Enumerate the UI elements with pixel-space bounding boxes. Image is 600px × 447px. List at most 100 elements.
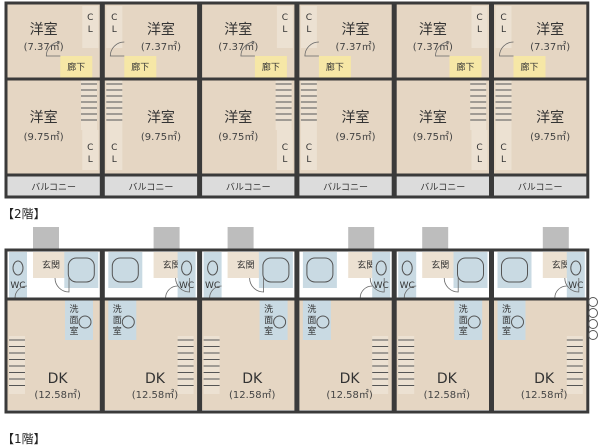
washroom: [302, 298, 331, 340]
corridor: [513, 56, 546, 78]
toilet-bowl-icon: [570, 260, 582, 276]
corridor: [318, 56, 351, 78]
stairs: [470, 80, 487, 130]
closet-label-char: C: [282, 13, 288, 23]
door-swing: [240, 41, 255, 57]
washer-icon: [316, 315, 330, 329]
unit-outline: [199, 1, 298, 199]
washroom-label-char: 面: [69, 315, 78, 326]
closet-label-char: C: [282, 143, 288, 153]
bathtub-icon: [111, 257, 139, 283]
corridor: [60, 56, 93, 78]
balcony: [201, 176, 295, 196]
washroom-label-char: 室: [69, 325, 78, 337]
unit-outline: [199, 248, 298, 414]
closet-label-char: C: [476, 143, 482, 153]
bathtub-icon: [457, 257, 484, 283]
room-name: 洋室: [30, 109, 58, 126]
bathtub-area: [108, 252, 143, 288]
closet-upper: [471, 6, 488, 48]
outdoor-unit-icon: [588, 319, 598, 329]
outdoor-unit-icon: [588, 297, 598, 307]
closet-label-char: L: [112, 155, 117, 165]
door-swing: [554, 285, 567, 299]
dk-name: DK: [145, 371, 166, 387]
door-swing: [359, 285, 373, 299]
stairs: [300, 80, 317, 130]
closet-label-char: C: [87, 143, 93, 153]
dk-area: (12.58㎡): [424, 389, 471, 401]
toilet-label: WC: [374, 281, 389, 291]
balcony: [7, 176, 101, 196]
washroom-label-char: 洗: [459, 303, 468, 315]
toilet-bowl-icon: [181, 260, 193, 276]
stairs: [106, 80, 123, 130]
bathtub-icon: [262, 257, 290, 283]
door-swing: [435, 41, 450, 57]
entrance-label: 玄関: [357, 259, 375, 271]
unit-outline: [4, 248, 103, 414]
entrance-label: 玄関: [163, 259, 181, 271]
closet-lower: [300, 130, 317, 170]
door-swing: [249, 277, 264, 293]
room-area: (9.75㎡): [218, 131, 258, 143]
dk-area: (12.58㎡): [521, 389, 568, 401]
washroom-label-char: 洗: [307, 303, 316, 315]
door-swing: [564, 277, 580, 293]
bathtub-icon: [67, 257, 95, 283]
porch: [153, 227, 180, 249]
unit-outline: [491, 1, 590, 199]
bathtub-icon: [306, 257, 334, 283]
room-area: (7.37㎡): [218, 41, 258, 53]
balcony-label: バルコニー: [323, 182, 368, 193]
washer-icon: [273, 315, 287, 329]
entrance: [33, 252, 69, 278]
corridor-label: 廊下: [262, 61, 280, 73]
room-area: (7.37㎡): [530, 41, 570, 53]
washroom: [259, 298, 288, 340]
entrance-label: 玄関: [237, 259, 255, 271]
floor-label-1f: 【1階】: [2, 432, 46, 446]
corridor-label: 廊下: [326, 61, 344, 73]
closet-upper: [300, 6, 317, 48]
washer-icon: [467, 315, 481, 329]
closet-label-char: L: [501, 155, 506, 165]
room-name: 洋室: [419, 21, 447, 38]
washroom: [454, 298, 483, 340]
unit-outline: [296, 1, 395, 199]
unit-outline: [4, 1, 103, 199]
closet-lower: [82, 130, 99, 170]
room-name: 洋室: [419, 109, 447, 126]
closet-upper: [106, 6, 123, 48]
balcony: [104, 176, 198, 196]
door-swing: [45, 41, 61, 57]
toilet-label: WC: [10, 281, 25, 291]
washroom-label-char: 洗: [113, 303, 122, 315]
room-area: (9.75㎡): [24, 131, 64, 143]
washroom-label-char: 室: [264, 325, 273, 337]
porch: [422, 227, 449, 249]
toilet-bowl-icon: [401, 260, 413, 276]
balcony: [396, 176, 490, 196]
corridor-label: 廊下: [456, 61, 474, 73]
corridor-label: 廊下: [67, 61, 85, 73]
washroom-label-char: 室: [307, 325, 316, 337]
door-swing: [443, 277, 459, 293]
porch: [33, 227, 59, 249]
balcony: [493, 176, 587, 196]
washroom-label-char: 面: [459, 315, 468, 326]
washroom-label-char: 室: [459, 325, 468, 337]
closet-label-char: L: [477, 155, 482, 165]
stairs: [81, 80, 97, 130]
toilet-bowl-icon: [12, 260, 24, 276]
washer-icon: [78, 315, 92, 329]
washroom: [65, 298, 93, 340]
entrance-label: 玄関: [552, 259, 570, 271]
unit-outline: [491, 248, 590, 414]
room-name: 洋室: [224, 21, 252, 38]
dk-area: (12.58㎡): [229, 389, 276, 401]
dk-name: DK: [48, 371, 69, 387]
closet-label-char: L: [282, 25, 287, 35]
closet-upper: [276, 6, 293, 48]
room-area: (7.37㎡): [413, 41, 453, 53]
